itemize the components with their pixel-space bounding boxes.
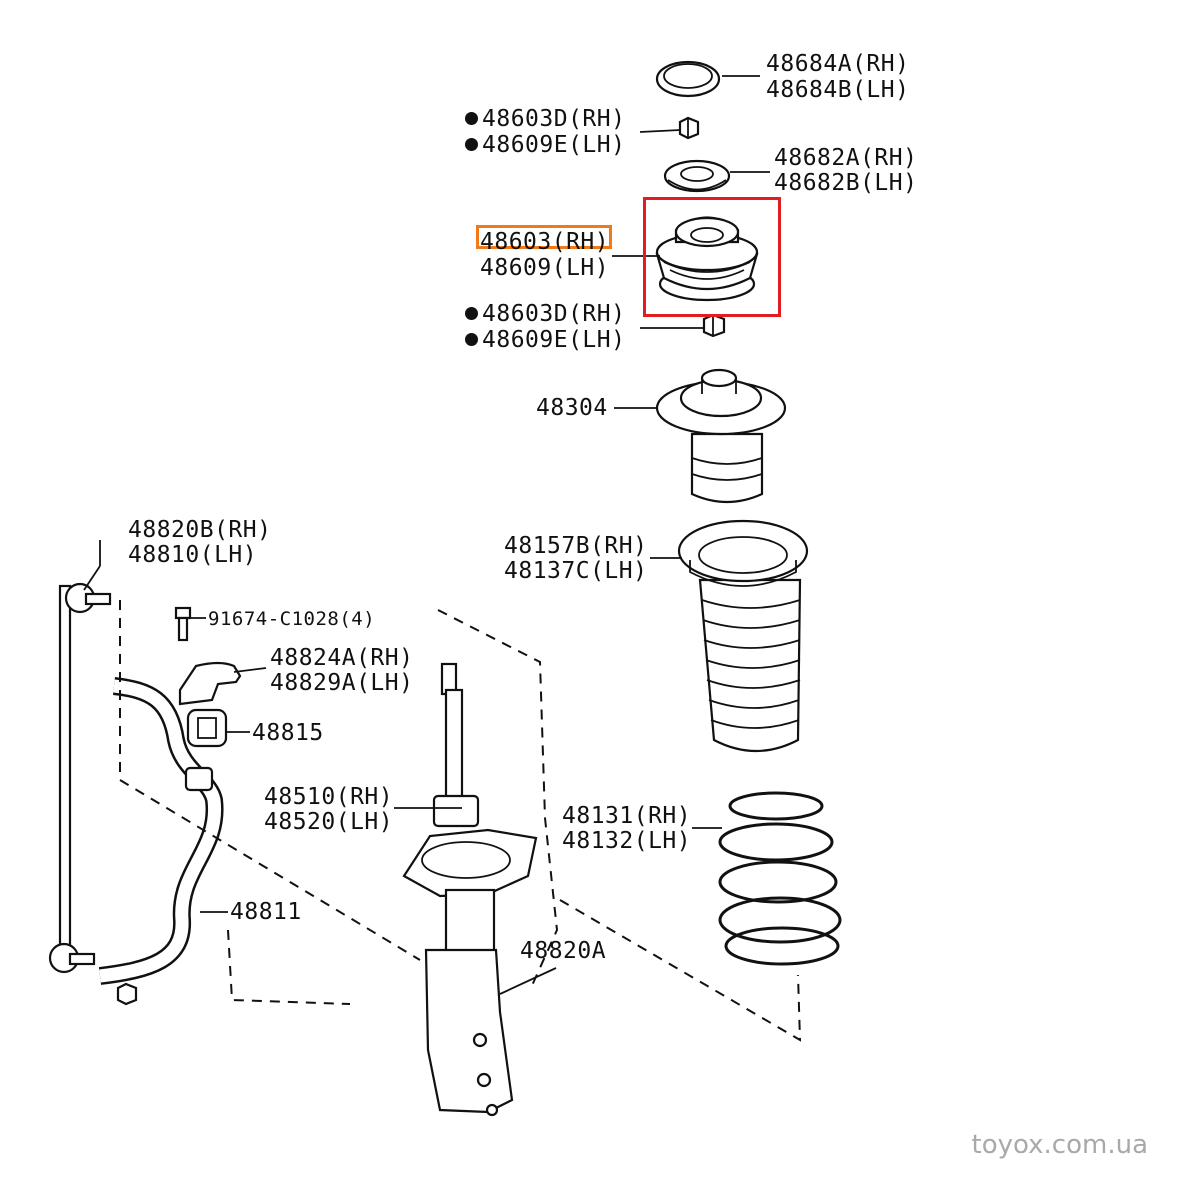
label-stabilizer-bar: 48811: [230, 899, 302, 925]
bump-stop: [655, 368, 787, 504]
bolt: [174, 606, 192, 642]
bullet-dot-icon: [465, 112, 478, 125]
dust-boot: [677, 519, 809, 753]
label-nut-top-rh: 48603D(RH): [465, 106, 625, 132]
label-strut-lh: 48520(LH): [264, 809, 394, 835]
stabilizer-link: [48, 582, 138, 1006]
bullet-dot-icon: [465, 138, 478, 151]
label-boot-rh: 48157B(RH): [504, 533, 648, 559]
stabilizer-bracket: [178, 661, 242, 706]
label-boot-lh: 48137C(LH): [504, 558, 648, 584]
part-number-highlight: [476, 225, 612, 249]
label-nut-bottom-lh: 48609E(LH): [465, 327, 625, 353]
bullet-dot-icon: [465, 307, 478, 320]
stabilizer-bushing: [186, 708, 228, 748]
shock-absorber: [402, 662, 538, 1117]
label-bracket-lh: 48829A(LH): [270, 670, 414, 696]
label-nut-top-lh: 48609E(LH): [465, 132, 625, 158]
label-support-rh: 48603(RH): [480, 229, 610, 255]
label-support-lh: 48609(LH): [480, 255, 610, 281]
label-washer-lh: 48682B(LH): [774, 170, 918, 196]
label-cap-rh: 48684A(RH): [766, 51, 910, 77]
label-link-rh: 48820B(RH): [128, 517, 272, 543]
bottom-nut: [702, 313, 726, 338]
label-link-lh: 48810(LH): [128, 542, 258, 568]
label-bump-stop: 48304: [536, 395, 608, 421]
top-nut: [678, 116, 700, 140]
component-highlight-box: [643, 197, 781, 317]
label-nut-bottom-rh: 48603D(RH): [465, 301, 625, 327]
leader-lines: [83, 75, 770, 995]
stabilizer-bar: [98, 677, 224, 985]
label-strut-rh: 48510(RH): [264, 784, 394, 810]
label-washer-rh: 48682A(RH): [774, 145, 918, 171]
label-bolt: 91674-C1028(4): [208, 608, 376, 630]
label-spring-lh: 48132(LH): [562, 828, 692, 854]
bullet-dot-icon: [465, 333, 478, 346]
label-cap-lh: 48684B(LH): [766, 77, 910, 103]
coil-spring: [718, 791, 842, 966]
strut-support: [655, 216, 759, 302]
assembly-outline: [119, 600, 802, 1042]
label-bracket-rh: 48824A(RH): [270, 645, 414, 671]
washer: [663, 159, 731, 193]
watermark: toyox.com.ua: [971, 1130, 1148, 1160]
label-spring-rh: 48131(RH): [562, 803, 692, 829]
label-stabilizer-assy: 48820A: [520, 938, 607, 964]
label-bushing: 48815: [252, 720, 324, 746]
dust-cap: [655, 60, 721, 98]
